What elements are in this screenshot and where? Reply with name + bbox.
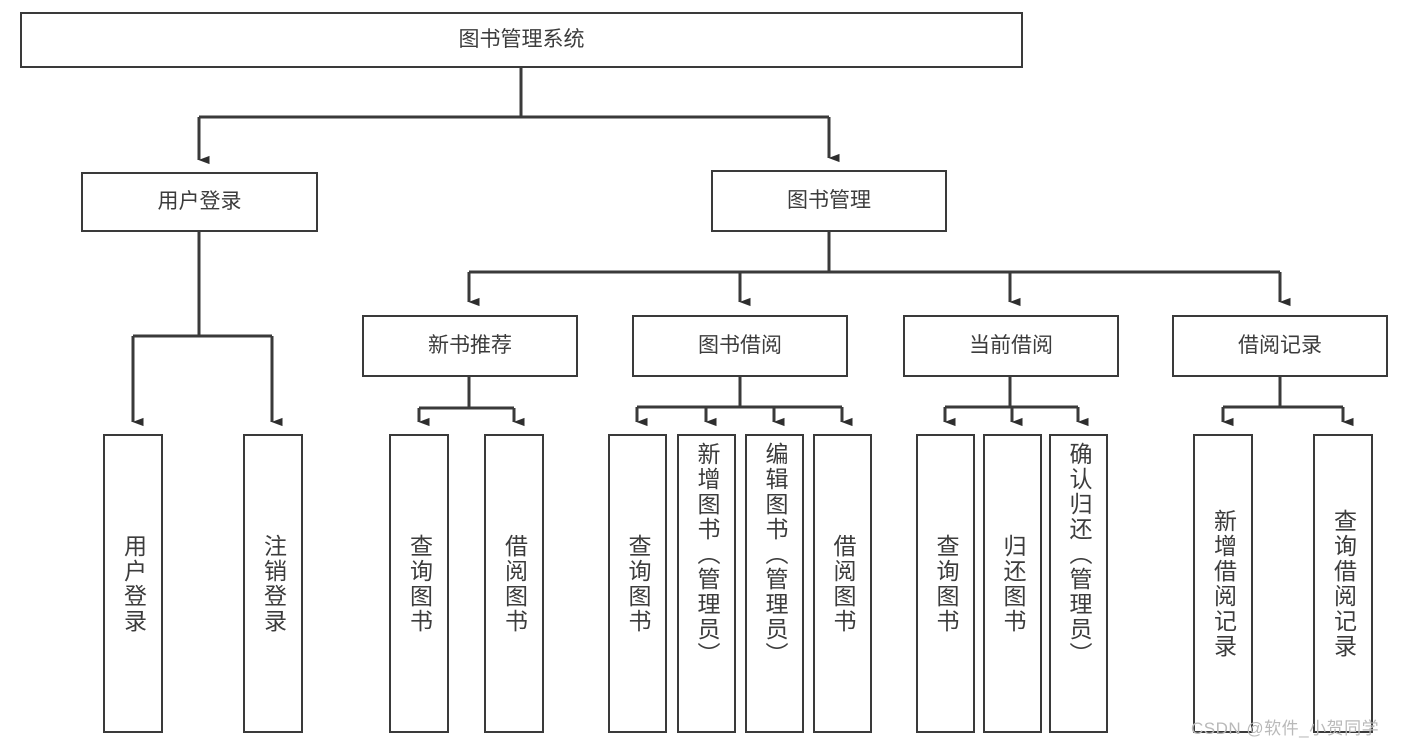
- node-label: 查询借阅记录: [1330, 508, 1357, 659]
- node-label: 用户登录: [120, 533, 147, 634]
- node-label: 注销登录: [260, 533, 287, 634]
- node-label: 新书推荐: [428, 333, 512, 357]
- node-label: 查询图书: [625, 533, 651, 634]
- node-label: 借阅图书: [830, 533, 856, 634]
- node-leaf-query-book-borrow[interactable]: 查询图书: [608, 434, 667, 733]
- node-book-borrow[interactable]: 图书借阅: [632, 315, 848, 377]
- node-label: 图书借阅: [698, 333, 782, 357]
- node-label: 新增图书（管理员）: [694, 442, 720, 667]
- node-system-title[interactable]: 图书管理系统: [20, 12, 1023, 68]
- node-label: 图书管理系统: [458, 27, 585, 51]
- node-label: 借阅图书: [501, 533, 528, 634]
- node-label: 借阅记录: [1238, 333, 1322, 357]
- node-leaf-add-borrow-record[interactable]: 新增借阅记录: [1193, 434, 1253, 733]
- node-leaf-add-book[interactable]: 新增图书（管理员）: [677, 434, 736, 733]
- node-new-book-recommend[interactable]: 新书推荐: [362, 315, 578, 377]
- node-label: 编辑图书（管理员）: [762, 442, 788, 667]
- node-leaf-query-borrow-record[interactable]: 查询借阅记录: [1313, 434, 1373, 733]
- node-borrow-record[interactable]: 借阅记录: [1172, 315, 1388, 377]
- node-current-borrow[interactable]: 当前借阅: [903, 315, 1119, 377]
- node-label: 用户登录: [157, 189, 242, 213]
- node-book-management[interactable]: 图书管理: [711, 170, 947, 232]
- node-leaf-return-book[interactable]: 归还图书: [983, 434, 1042, 733]
- node-leaf-query-book-current[interactable]: 查询图书: [916, 434, 975, 733]
- node-user-login[interactable]: 用户登录: [81, 172, 318, 232]
- node-label: 当前借阅: [969, 333, 1053, 357]
- node-label: 图书管理: [787, 188, 871, 212]
- node-label: 新增借阅记录: [1210, 508, 1237, 659]
- node-label: 确认归还（管理员）: [1066, 442, 1092, 667]
- node-leaf-user-login[interactable]: 用户登录: [103, 434, 163, 733]
- node-leaf-logout[interactable]: 注销登录: [243, 434, 303, 733]
- node-label: 查询图书: [933, 533, 959, 634]
- node-leaf-query-book-recommend[interactable]: 查询图书: [389, 434, 449, 733]
- node-leaf-borrow-book-recommend[interactable]: 借阅图书: [484, 434, 544, 733]
- csdn-watermark: CSDN @软件_小贺同学: [1191, 719, 1380, 738]
- node-label: 查询图书: [406, 533, 433, 634]
- node-leaf-borrow-book[interactable]: 借阅图书: [813, 434, 872, 733]
- node-leaf-confirm-return[interactable]: 确认归还（管理员）: [1049, 434, 1108, 733]
- node-leaf-edit-book[interactable]: 编辑图书（管理员）: [745, 434, 804, 733]
- node-label: 归还图书: [1000, 533, 1026, 634]
